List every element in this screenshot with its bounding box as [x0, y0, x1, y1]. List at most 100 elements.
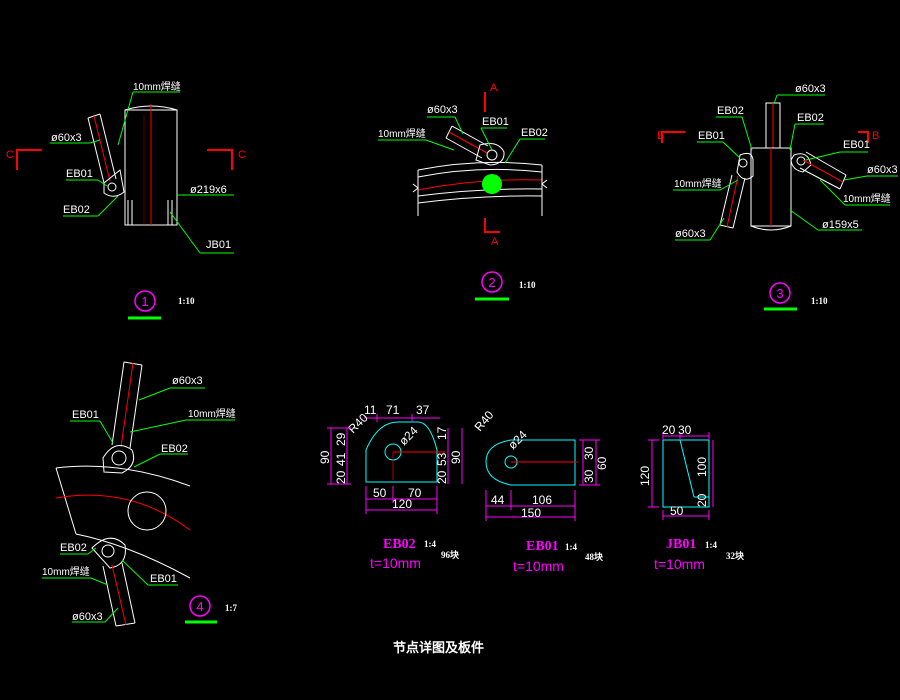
detail-marker — [134, 290, 156, 312]
eb02-left-label: EB02 — [717, 105, 744, 117]
beam-bolt — [482, 174, 502, 194]
detail-number: 1 — [141, 294, 148, 309]
plate-count: 32块 — [726, 550, 745, 561]
dim-top: 71 — [386, 403, 400, 417]
weld-bottom-label: 10mm焊缝 — [42, 565, 90, 578]
weld-label: 10mm焊缝 — [378, 127, 426, 140]
dim-top: 20 — [662, 423, 676, 437]
dim-left: 90 — [318, 450, 332, 464]
dim-right: 90 — [449, 450, 463, 464]
dim-right: 60 — [595, 456, 609, 470]
plate-name: EB02 — [383, 537, 416, 552]
plate-outline — [662, 439, 710, 508]
eb01-right-label: EB01 — [843, 139, 870, 151]
plate-outline — [485, 439, 576, 486]
detail-1: C C 10mm焊缝 ø60x3 EB01 EB02 ø219x6 JB01 1… — [6, 80, 246, 320]
detail-scale: 1:10 — [178, 296, 195, 306]
dim-left: 120 — [638, 466, 652, 486]
plate-outline — [365, 421, 438, 483]
eb01-left-label: EB01 — [698, 130, 725, 142]
plate-count: 48块 — [585, 551, 604, 562]
weld-right-label: 10mm焊缝 — [843, 192, 891, 205]
detail-marker — [189, 595, 211, 617]
section-label: A — [490, 82, 498, 94]
detail-3: B B ø60x3 EB02 EB02 EB01 EB01 ø60x3 10mm… — [657, 83, 898, 311]
brace-label: ø60x3 — [427, 104, 458, 116]
column-label: ø219x6 — [190, 184, 227, 196]
brace-top-label: ø60x3 — [172, 375, 203, 387]
detail-scale: 1:7 — [225, 603, 237, 613]
dim-top: 11 — [364, 403, 377, 417]
dim-bottom: 70 — [408, 486, 422, 500]
eb01-top-label: EB01 — [72, 409, 99, 421]
dim-left: 41 — [334, 452, 348, 466]
brace-tube — [102, 562, 136, 627]
brace-tube — [87, 113, 117, 184]
plate-count: 96块 — [441, 549, 460, 560]
detail-number: 3 — [776, 286, 783, 301]
brace-label: ø60x3 — [51, 132, 82, 144]
eb02-right-label: EB02 — [797, 112, 824, 124]
weld-label: 10mm焊缝 — [133, 80, 181, 93]
dim-top: 37 — [416, 403, 430, 417]
plate-jb01: 20 30 120 100 20 50 JB01 1:4 32块 t=10mm — [638, 423, 745, 572]
section-label: C — [238, 149, 246, 161]
brace-bottom-label: ø60x3 — [72, 611, 103, 623]
dim-bottom: 50 — [373, 486, 387, 500]
detail-number: 2 — [488, 275, 495, 290]
eb01-label: EB01 — [482, 116, 509, 128]
brace-tube — [445, 125, 489, 159]
eb02-top-label: EB02 — [161, 443, 188, 455]
plate-thickness: t=10mm — [654, 556, 705, 572]
plate-name: JB01 — [666, 537, 696, 552]
dim-right: 30 — [582, 446, 596, 460]
plate-name: EB01 — [526, 539, 559, 554]
eb01-label: EB01 — [66, 168, 93, 180]
weld-top-label: 10mm焊缝 — [188, 407, 236, 420]
dim-total: 150 — [521, 506, 541, 520]
detail-scale: 1:10 — [519, 280, 536, 290]
plate-scale: 1:4 — [565, 542, 577, 552]
chord-hole — [127, 491, 167, 531]
dim-left: 20 — [334, 470, 348, 484]
dim-right: 100 — [695, 457, 709, 477]
dim-bottom: 50 — [670, 504, 684, 518]
detail-number: 4 — [196, 599, 203, 614]
bolt-hole — [107, 182, 117, 192]
dim-top: 30 — [678, 423, 692, 437]
plate-thickness: t=10mm — [370, 555, 421, 571]
bolt-hole — [101, 544, 115, 558]
brace-right-label: ø60x3 — [867, 164, 898, 176]
plate-scale: 1:4 — [424, 539, 436, 549]
dim-right: 20 — [435, 470, 449, 484]
dim-right: 53 — [435, 452, 449, 466]
section-label: C — [6, 149, 14, 161]
dim-bottom: 44 — [491, 493, 505, 507]
plate-thickness: t=10mm — [513, 558, 564, 574]
bolt-hole — [111, 450, 127, 466]
column-label: ø159x5 — [822, 219, 859, 231]
dim-right: 17 — [435, 426, 449, 440]
detail-4: ø60x3 EB01 10mm焊缝 EB02 EB02 10mm焊缝 EB01 … — [42, 361, 237, 627]
detail-marker — [481, 271, 503, 293]
section-label: B — [657, 130, 664, 142]
eb02-label: EB02 — [63, 204, 90, 216]
weld-left-label: 10mm焊缝 — [674, 177, 722, 190]
detail-marker — [769, 282, 791, 304]
bolt-hole — [738, 158, 748, 168]
brace-top-label: ø60x3 — [795, 83, 826, 95]
section-label: B — [872, 130, 879, 142]
plate-scale: 1:4 — [705, 540, 717, 550]
jb01-label: JB01 — [206, 239, 231, 251]
section-label: A — [491, 236, 499, 248]
eb02-bottom-label: EB02 — [60, 542, 87, 554]
drawing-title: 节点详图及板件 — [393, 640, 484, 655]
dim-bottom: 106 — [532, 493, 552, 507]
eb01-bottom-label: EB01 — [150, 573, 177, 585]
brace-tube — [111, 361, 143, 449]
detail-scale: 1:10 — [811, 296, 828, 306]
dim-total: 120 — [392, 497, 412, 511]
dim-left: 29 — [334, 432, 348, 446]
detail-2: A A ø60x3 10mm焊缝 EB01 EB02 2 1:10 — [378, 82, 548, 301]
